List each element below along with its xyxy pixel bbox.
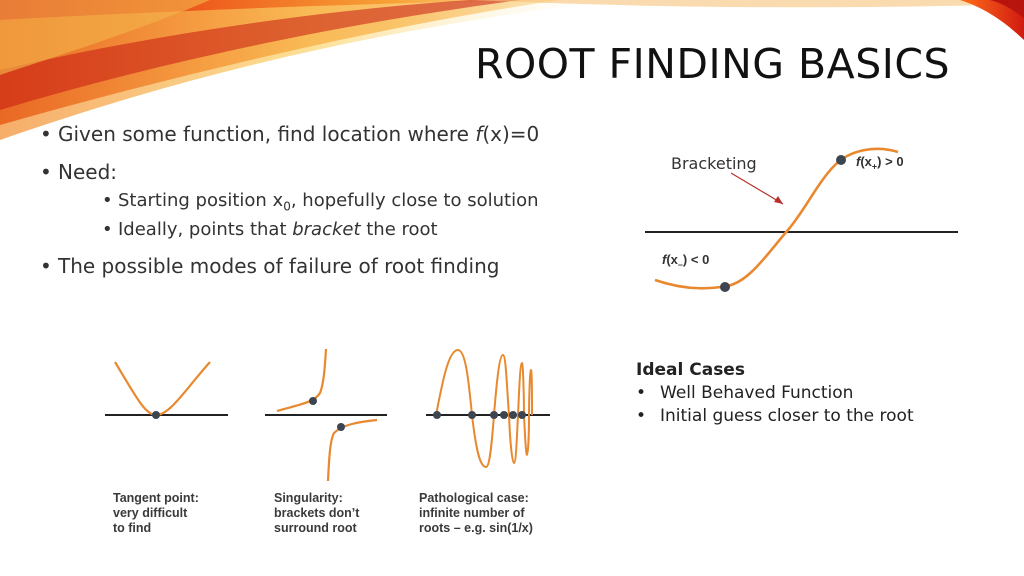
pathological-diagram — [426, 348, 550, 469]
bracketing-arrow — [730, 172, 784, 205]
bullet-text: Starting position x — [118, 190, 284, 211]
label-text: ) < 0 — [682, 252, 710, 267]
ideal-cases-heading: Ideal Cases — [636, 360, 745, 380]
caption-pathological: Pathological case: infinite number of ro… — [419, 491, 533, 535]
bullet-need: Need: — [40, 160, 117, 184]
function-curve — [654, 147, 899, 290]
bullet-given-function: Given some function, find location where… — [40, 122, 540, 146]
sub-bullet-starting-position: Starting position x0, hopefully close to… — [102, 190, 539, 214]
emphasis-text: bracket — [292, 219, 361, 240]
function-symbol: f — [475, 122, 483, 146]
page-title: ROOT FINDING BASICS — [474, 40, 950, 88]
ideal-case-item: Well Behaved Function — [636, 383, 996, 403]
root-point — [433, 411, 441, 419]
bullet-failure-modes: The possible modes of failure of root fi… — [40, 254, 499, 278]
root-point — [500, 411, 508, 419]
ideal-case-item: Initial guess closer to the root — [636, 406, 996, 426]
sub-bullet-bracket: Ideally, points that bracket the root — [102, 219, 438, 240]
caption-singularity: Singularity: brackets don’t surround roo… — [274, 491, 360, 535]
f-x-minus-label: f(x–) < 0 — [662, 252, 709, 270]
decorative-swoosh-banner — [0, 0, 1024, 140]
bullet-text: , hopefully close to solution — [290, 190, 539, 211]
subscript: + — [871, 161, 878, 172]
bracketing-label: Bracketing — [671, 154, 757, 173]
label-text: ) > 0 — [877, 154, 904, 169]
bracketing-diagram — [645, 147, 958, 292]
bullet-text: Given some function, find location where — [58, 122, 476, 146]
root-point — [518, 411, 526, 419]
left-bracket-point — [309, 397, 317, 405]
function-curve-left-branch — [276, 348, 328, 413]
right-bracket-point — [337, 423, 345, 431]
x-plus-point — [836, 155, 846, 165]
caption-tangent-point: Tangent point: very difficult to find — [113, 491, 199, 535]
root-point — [490, 411, 498, 419]
root-point — [468, 411, 476, 419]
bullet-text: Ideally, points that — [118, 219, 293, 240]
function-curve — [114, 361, 211, 417]
label-text: (x — [860, 154, 872, 169]
arrow-head — [774, 196, 783, 204]
oscillating-curve — [435, 348, 533, 469]
f-x-plus-label: f(x+) > 0 — [856, 154, 904, 172]
bullet-text: the root — [360, 219, 438, 240]
subscript: – — [677, 259, 683, 270]
function-curve-right-branch — [326, 418, 378, 482]
subscript: 0 — [283, 199, 291, 214]
ideal-cases-box: Ideal Cases Well Behaved Function Initia… — [636, 360, 996, 426]
label-text: (x — [666, 252, 678, 267]
root-point — [509, 411, 517, 419]
root-point — [152, 411, 160, 419]
function-symbol: f — [856, 154, 861, 169]
x-minus-point — [720, 282, 730, 292]
function-symbol: f — [662, 252, 667, 267]
singularity-diagram — [265, 348, 387, 482]
tangent-point-diagram — [105, 361, 228, 419]
bullet-text: (x)=0 — [482, 122, 540, 146]
